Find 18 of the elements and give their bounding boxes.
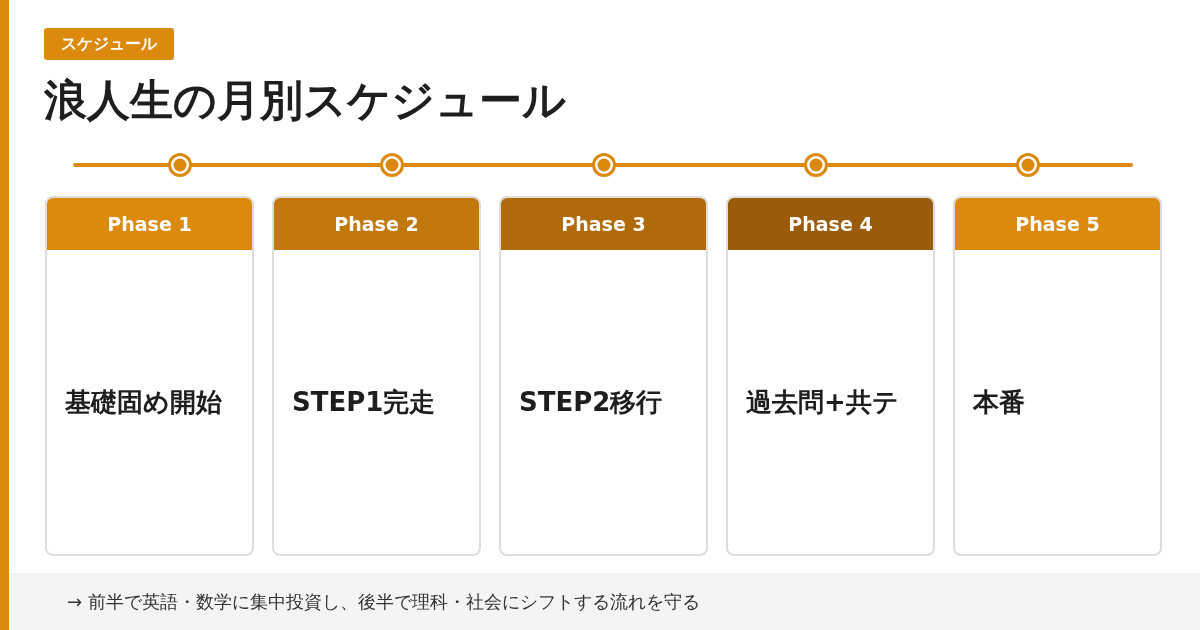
milestone-text: 過去問+共テ xyxy=(746,386,899,419)
caption-text: → 前半で英語・数学に集中投資し、後半で理科・社会にシフトする流れを守る xyxy=(67,590,700,614)
phase-card xyxy=(726,196,935,556)
phase-header: Phase 1 xyxy=(47,198,252,250)
milestone-text: STEP2移行 xyxy=(519,386,663,419)
phase-header: Phase 2 xyxy=(274,198,479,250)
milestone-text: STEP1完走 xyxy=(292,386,436,419)
milestone-text: 本番 xyxy=(973,386,1025,419)
phase-card xyxy=(953,196,1162,556)
phase-card xyxy=(45,196,254,556)
phase-header: Phase 3 xyxy=(501,198,706,250)
milestone-text: 基礎固め開始 xyxy=(65,386,222,419)
phase-card xyxy=(272,196,481,556)
page-title: 浪人生の月別スケジュール xyxy=(44,74,566,127)
phase-card xyxy=(499,196,708,556)
category-badge: スケジュール xyxy=(44,28,174,60)
phase-header: Phase 4 xyxy=(728,198,933,250)
phase-header: Phase 5 xyxy=(955,198,1160,250)
